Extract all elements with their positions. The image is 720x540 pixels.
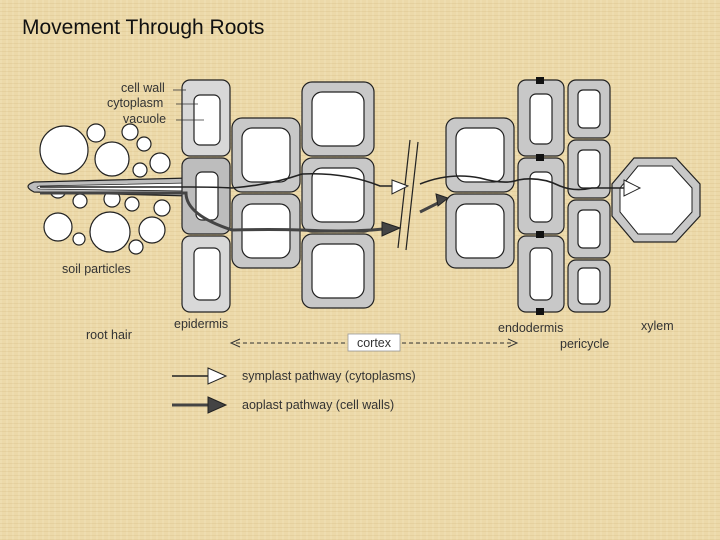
label-pericycle: pericycle — [560, 337, 609, 351]
label-endodermis: endodermis — [498, 321, 563, 335]
epidermis-cells — [182, 80, 230, 312]
label-vacuole: vacuole — [123, 112, 166, 126]
label-xylem: xylem — [641, 319, 674, 333]
legend-symplast-arrowhead — [208, 368, 226, 384]
legend: symplast pathway (cytoplasms) aoplast pa… — [172, 368, 416, 413]
break-marks — [398, 140, 418, 250]
label-soil-particles: soil particles — [62, 262, 131, 276]
label-cytoplasm: cytoplasm — [107, 96, 163, 110]
label-cortex: cortex — [357, 336, 392, 350]
cortex-span: cortex — [231, 334, 517, 351]
label-root-hair: root hair — [86, 328, 132, 342]
label-epidermis: epidermis — [174, 317, 228, 331]
legend-apoplast-label: aoplast pathway (cell walls) — [242, 398, 394, 412]
legend-symplast-label: symplast pathway (cytoplasms) — [242, 369, 416, 383]
cortex-cells-left — [232, 82, 374, 308]
cortex-cells-right — [446, 118, 514, 268]
legend-apoplast-arrowhead — [208, 397, 226, 413]
pericycle-cells — [568, 80, 610, 312]
label-cell-wall: cell wall — [121, 81, 165, 95]
xylem-vessel — [612, 158, 700, 242]
apoplast-arrowhead-mid — [382, 222, 400, 236]
endodermis-cells — [518, 80, 564, 312]
